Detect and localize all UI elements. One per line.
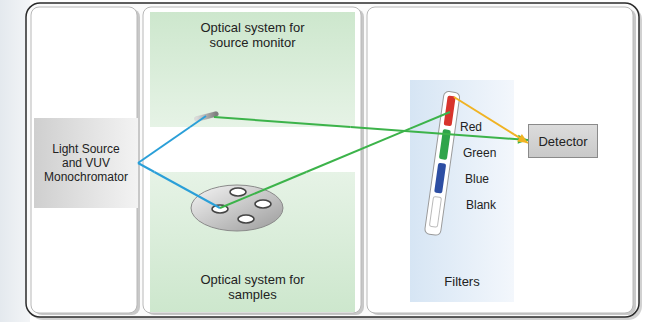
node-label: Detector: [538, 134, 587, 149]
filter-label: Red: [460, 120, 482, 134]
beam-line: [138, 163, 154, 172]
outer-frame: [26, 3, 639, 317]
sample-hole: [230, 188, 246, 196]
strip-body: [424, 91, 460, 236]
beam-line: [514, 134, 528, 143]
arrowhead: [518, 135, 528, 144]
beam-segment: [410, 112, 450, 129]
node-label: Light Source and VUV Monochromator: [41, 142, 131, 184]
frame-shadow: [29, 6, 642, 320]
filter-swatch: [429, 196, 441, 227]
detector-box: Detector: [528, 124, 598, 158]
beam-line: [351, 127, 528, 140]
optics-box: Optical system for source monitor: [150, 12, 355, 127]
node-label: Filters: [410, 274, 514, 289]
sample-hole: [212, 205, 228, 213]
optics-box: Optical system for samples: [150, 172, 355, 312]
light-beam: [514, 134, 528, 143]
panel: [143, 7, 361, 313]
panel: [367, 7, 633, 313]
filter-label: Green: [463, 146, 496, 160]
arrowhead: [517, 134, 528, 143]
beam-segment: [220, 172, 306, 208]
beam-segment: [190, 116, 206, 127]
filter-swatch: [444, 95, 456, 126]
light-beam: [351, 127, 528, 144]
node-label: Optical system for source monitor: [190, 20, 315, 50]
beam-segment: [154, 172, 220, 208]
beam-line: [306, 129, 410, 172]
light-beam: [138, 163, 154, 172]
filter-label: Blank: [466, 198, 496, 212]
filter-label: Blue: [465, 172, 489, 186]
filter-strip-illustration: [410, 80, 510, 302]
sample-disk: [191, 185, 283, 231]
beam-segment: [214, 117, 351, 127]
light-beam: [306, 129, 410, 172]
source-box: Light Source and VUV Monochromator: [34, 118, 138, 208]
filter-swatch: [434, 163, 446, 194]
beam-line: [138, 127, 190, 163]
mirror-edge: [197, 114, 216, 119]
mirror: [197, 114, 216, 119]
sample-hole: [255, 200, 271, 208]
light-beam: [138, 127, 190, 163]
node-label: Optical system for samples: [190, 272, 315, 302]
filter-strip: [424, 91, 460, 236]
beam-segment: [454, 97, 514, 134]
filter-swatch: [439, 129, 451, 160]
filters-panel: RedGreenBlueBlankFilters: [410, 80, 514, 302]
panel: [31, 7, 137, 313]
sample-hole: [238, 215, 254, 223]
